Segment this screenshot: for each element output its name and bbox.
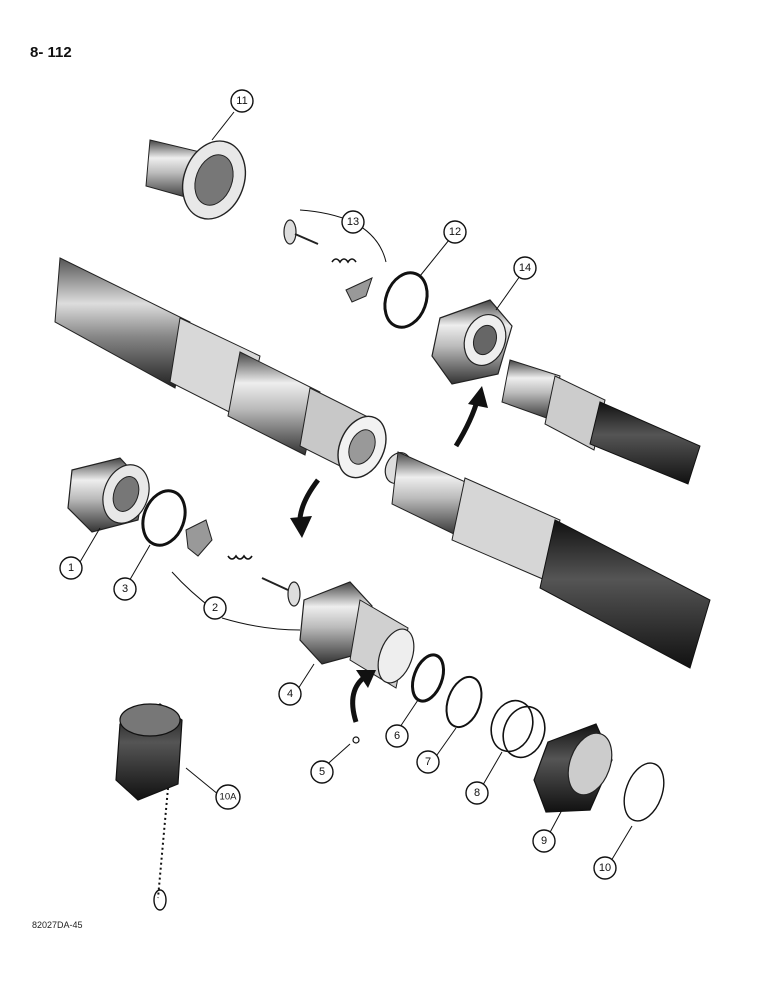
svg-text:4: 4: [287, 688, 293, 700]
callout-3: 3: [113, 577, 137, 601]
callout-13: 13: [341, 210, 365, 234]
callout-12: 12: [443, 220, 467, 244]
svg-text:1: 1: [68, 562, 74, 574]
svg-text:3: 3: [122, 583, 128, 595]
figure-code: 82027DA-45: [32, 920, 83, 930]
svg-text:8: 8: [474, 787, 480, 799]
nut-part-14: [431, 299, 513, 385]
svg-text:6: 6: [394, 730, 400, 742]
valve-kit-part-13: [283, 219, 373, 303]
callout-9: 9: [532, 829, 556, 853]
o-ring-part-12: [383, 271, 429, 329]
lower-nipple-hose-assembly: [384, 451, 711, 669]
callout-10: 10: [593, 856, 617, 880]
arrow-up-to-nut: [453, 386, 488, 448]
o-ring-part-3: [141, 489, 187, 547]
svg-text:10: 10: [599, 862, 611, 874]
coupler-body-part-4: [299, 581, 415, 689]
o-ring-part-6: [410, 653, 446, 703]
arrow-ball-into-body: [350, 670, 376, 723]
backup-ring-part-7: [445, 675, 483, 729]
svg-text:2: 2: [212, 602, 218, 614]
adapter-part-11: [145, 139, 247, 220]
callout-10a: 10A: [215, 784, 241, 810]
ball-part-5: [352, 736, 360, 744]
svg-text:10A: 10A: [220, 792, 238, 803]
spring-part-8: [490, 699, 546, 759]
callout-8: 8: [465, 781, 489, 805]
snap-ring-part-10: [623, 762, 665, 822]
arrow-down-to-coupler: [290, 478, 320, 538]
callout-11: 11: [230, 89, 254, 113]
svg-text:12: 12: [449, 226, 461, 238]
page-number: 8- 112: [30, 44, 72, 61]
svg-text:11: 11: [236, 95, 247, 107]
callout-5: 5: [310, 760, 334, 784]
svg-text:7: 7: [425, 756, 431, 768]
dust-cap-part-10a: [115, 703, 183, 911]
adapter-part-1: [67, 457, 150, 533]
svg-text:13: 13: [347, 216, 359, 228]
callout-1: 1: [59, 556, 83, 580]
upper-hose-assembly: [54, 257, 387, 479]
sleeve-part-9: [533, 723, 613, 813]
upper-right-hose-assembly: [501, 359, 701, 485]
valve-kit-part-2: [185, 519, 301, 607]
callout-6: 6: [385, 724, 409, 748]
svg-text:9: 9: [541, 835, 547, 847]
svg-text:5: 5: [319, 766, 325, 778]
callout-7: 7: [416, 750, 440, 774]
callout-2: 2: [203, 596, 227, 620]
callout-4: 4: [278, 682, 302, 706]
svg-text:14: 14: [519, 262, 531, 274]
callout-14: 14: [513, 256, 537, 280]
